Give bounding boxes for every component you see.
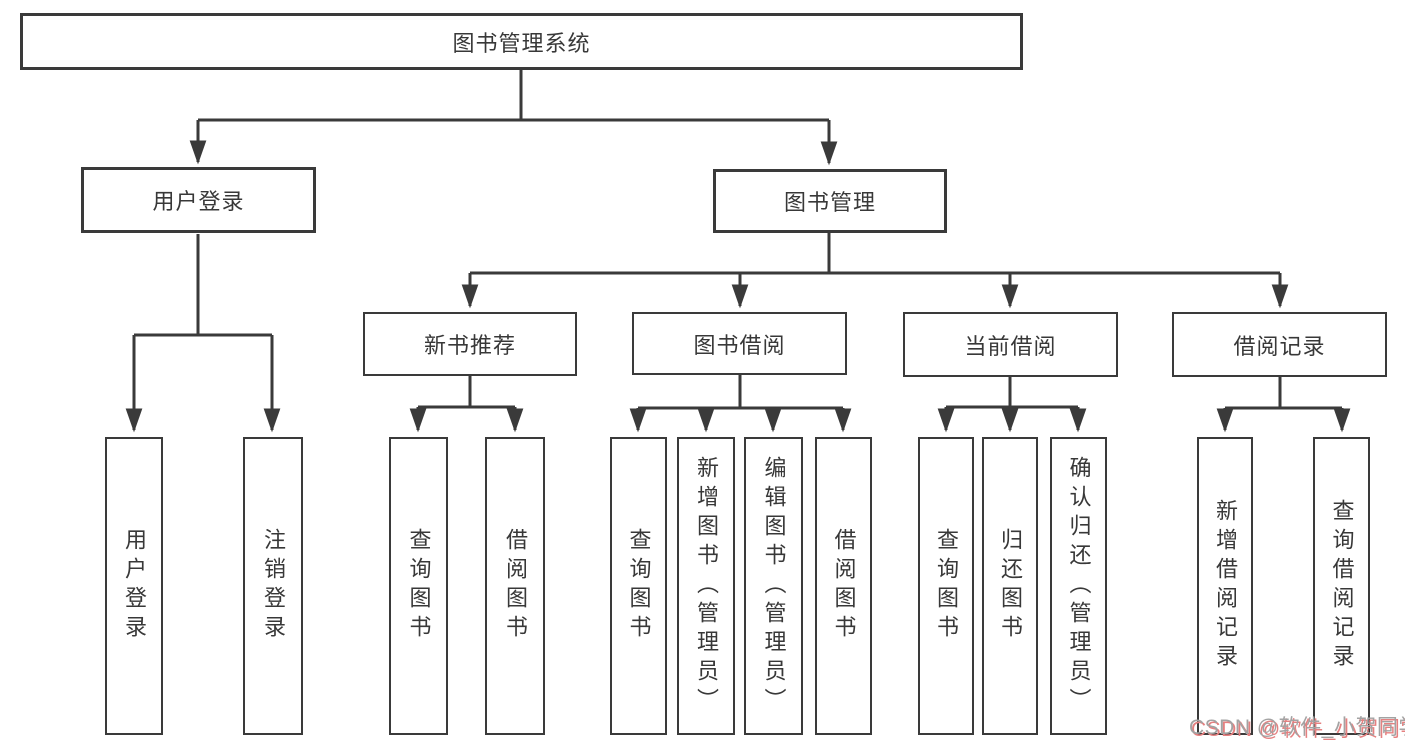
leaf-bb-add-books-admin-label: 新增图书（管理员） xyxy=(694,455,719,717)
leaf-cb-return-books-label: 归还图书 xyxy=(998,528,1023,644)
node-root-label: 图书管理系统 xyxy=(452,30,591,56)
arrowheads xyxy=(125,120,1351,433)
node-root: 图书管理系统 xyxy=(20,13,1023,70)
leaf-br-query-record: 查询借阅记录 xyxy=(1313,437,1370,735)
leaf-nb-query-books: 查询图书 xyxy=(389,437,448,735)
leaf-user-login: 用户登录 xyxy=(105,437,163,735)
leaf-bb-edit-books-admin-label: 编辑图书（管理员） xyxy=(761,455,787,717)
leaf-user-login-label: 用户登录 xyxy=(122,528,147,644)
leaf-nb-borrow-books-label: 借阅图书 xyxy=(503,528,528,644)
leaf-nb-query-books-label: 查询图书 xyxy=(406,528,432,644)
leaf-bb-borrow-books: 借阅图书 xyxy=(815,437,872,735)
node-borrow-record: 借阅记录 xyxy=(1172,312,1387,377)
leaf-bb-query-books: 查询图书 xyxy=(610,437,667,735)
node-book-mgmt-branch: 图书管理 xyxy=(713,169,947,233)
node-user-login-branch-label: 用户登录 xyxy=(152,189,245,214)
node-book-borrow: 图书借阅 xyxy=(632,312,847,375)
node-new-book-rec: 新书推荐 xyxy=(363,312,577,376)
leaf-cb-confirm-return-admin-label: 确认归还（管理员） xyxy=(1066,455,1092,717)
node-book-mgmt-branch-label: 图书管理 xyxy=(783,190,876,215)
leaf-bb-query-books-label: 查询图书 xyxy=(626,528,652,644)
leaf-cb-return-books: 归还图书 xyxy=(982,437,1038,735)
leaf-br-add-record-label: 新增借阅记录 xyxy=(1213,499,1238,673)
leaf-bb-borrow-books-label: 借阅图书 xyxy=(831,528,857,644)
csdn-watermark: CSDN @软件_小贺同学 xyxy=(1189,716,1405,739)
node-current-borrow: 当前借阅 xyxy=(903,312,1118,377)
leaf-bb-add-books-admin: 新增图书（管理员） xyxy=(677,437,735,735)
leaf-br-add-record: 新增借阅记录 xyxy=(1197,437,1253,735)
leaf-cb-confirm-return-admin: 确认归还（管理员） xyxy=(1050,437,1107,735)
node-borrow-record-label: 借阅记录 xyxy=(1233,333,1326,359)
connector-trunk xyxy=(134,70,1342,410)
node-book-borrow-label: 图书借阅 xyxy=(693,332,786,358)
leaf-logout-label: 注销登录 xyxy=(261,528,286,644)
leaf-cb-query-books: 查询图书 xyxy=(918,437,974,735)
node-user-login-branch: 用户登录 xyxy=(81,167,316,233)
leaf-cb-query-books-label: 查询图书 xyxy=(934,528,959,644)
leaf-bb-edit-books-admin: 编辑图书（管理员） xyxy=(744,437,803,735)
node-current-borrow-label: 当前借阅 xyxy=(964,333,1057,359)
node-new-book-rec-label: 新书推荐 xyxy=(423,333,516,358)
leaf-br-query-record-label: 查询借阅记录 xyxy=(1329,499,1355,673)
leaf-logout: 注销登录 xyxy=(243,437,303,735)
leaf-nb-borrow-books: 借阅图书 xyxy=(485,437,545,735)
